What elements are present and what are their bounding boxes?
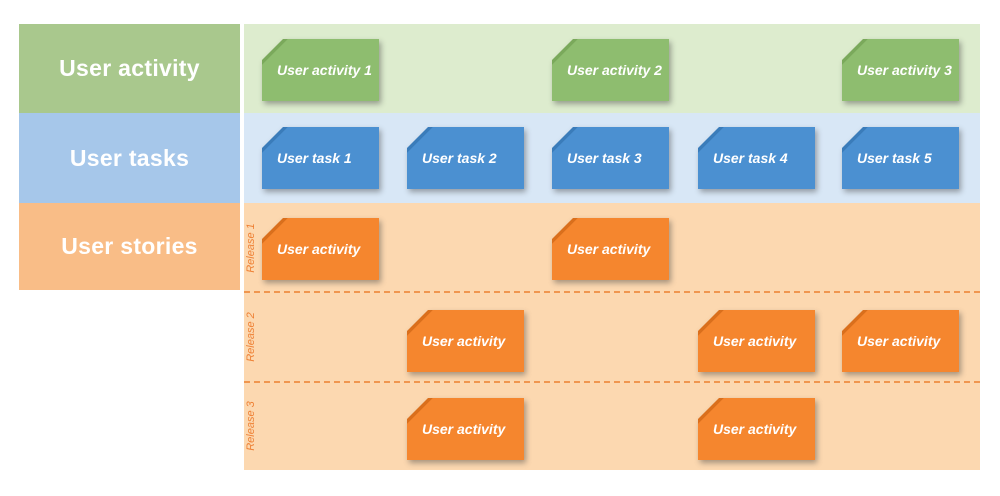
card-shape (698, 310, 815, 372)
card-label: User activity (277, 241, 361, 257)
card-label: User task 5 (857, 150, 932, 166)
card-label: User activity 1 (277, 62, 372, 78)
story-card-r3-1: User activity (407, 398, 524, 460)
card-label: User activity (713, 421, 797, 437)
story-card-r2-1: User activity (407, 310, 524, 372)
card-shape (698, 127, 815, 189)
card-label: User activity 2 (567, 62, 662, 78)
card-shape (842, 127, 959, 189)
card-shape (552, 39, 669, 101)
release-divider-1 (244, 291, 980, 293)
card-shape (262, 127, 379, 189)
card-shape (842, 310, 959, 372)
task-card-3: User task 3 (552, 127, 669, 189)
story-card-r1-2: User activity (552, 218, 669, 280)
release-2-label: Release 2 (245, 312, 257, 362)
card-shape (842, 39, 959, 101)
card-label: User activity 3 (857, 62, 952, 78)
card-shape (552, 218, 669, 280)
task-card-2: User task 2 (407, 127, 524, 189)
card-label: User task 2 (422, 150, 497, 166)
row-header-user-activity: User activity (19, 24, 240, 113)
release-1-label: Release 1 (245, 223, 257, 273)
card-label: User task 4 (713, 150, 788, 166)
card-label: User task 3 (567, 150, 642, 166)
card-label: User activity (422, 421, 506, 437)
card-label: User task 1 (277, 150, 352, 166)
story-card-r2-3: User activity (842, 310, 959, 372)
card-label: User activity (567, 241, 651, 257)
card-label: User activity (713, 333, 797, 349)
task-card-1: User task 1 (262, 127, 379, 189)
release-divider-2 (244, 381, 980, 383)
task-card-4: User task 4 (698, 127, 815, 189)
story-card-r3-2: User activity (698, 398, 815, 460)
card-label: User activity (857, 333, 941, 349)
card-shape (407, 310, 524, 372)
card-shape (407, 127, 524, 189)
story-card-r1-1: User activity (262, 218, 379, 280)
row-header-user-tasks: User tasks (19, 113, 240, 203)
card-shape (552, 127, 669, 189)
row-header-user-stories: User stories (19, 203, 240, 290)
card-shape (407, 398, 524, 460)
story-card-r2-2: User activity (698, 310, 815, 372)
card-shape (262, 39, 379, 101)
card-shape (698, 398, 815, 460)
card-shape (262, 218, 379, 280)
activity-card-2: User activity 2 (552, 39, 669, 101)
release-3-label: Release 3 (245, 401, 257, 451)
card-label: User activity (422, 333, 506, 349)
task-card-5: User task 5 (842, 127, 959, 189)
activity-card-1: User activity 1 (262, 39, 379, 101)
activity-card-3: User activity 3 (842, 39, 959, 101)
